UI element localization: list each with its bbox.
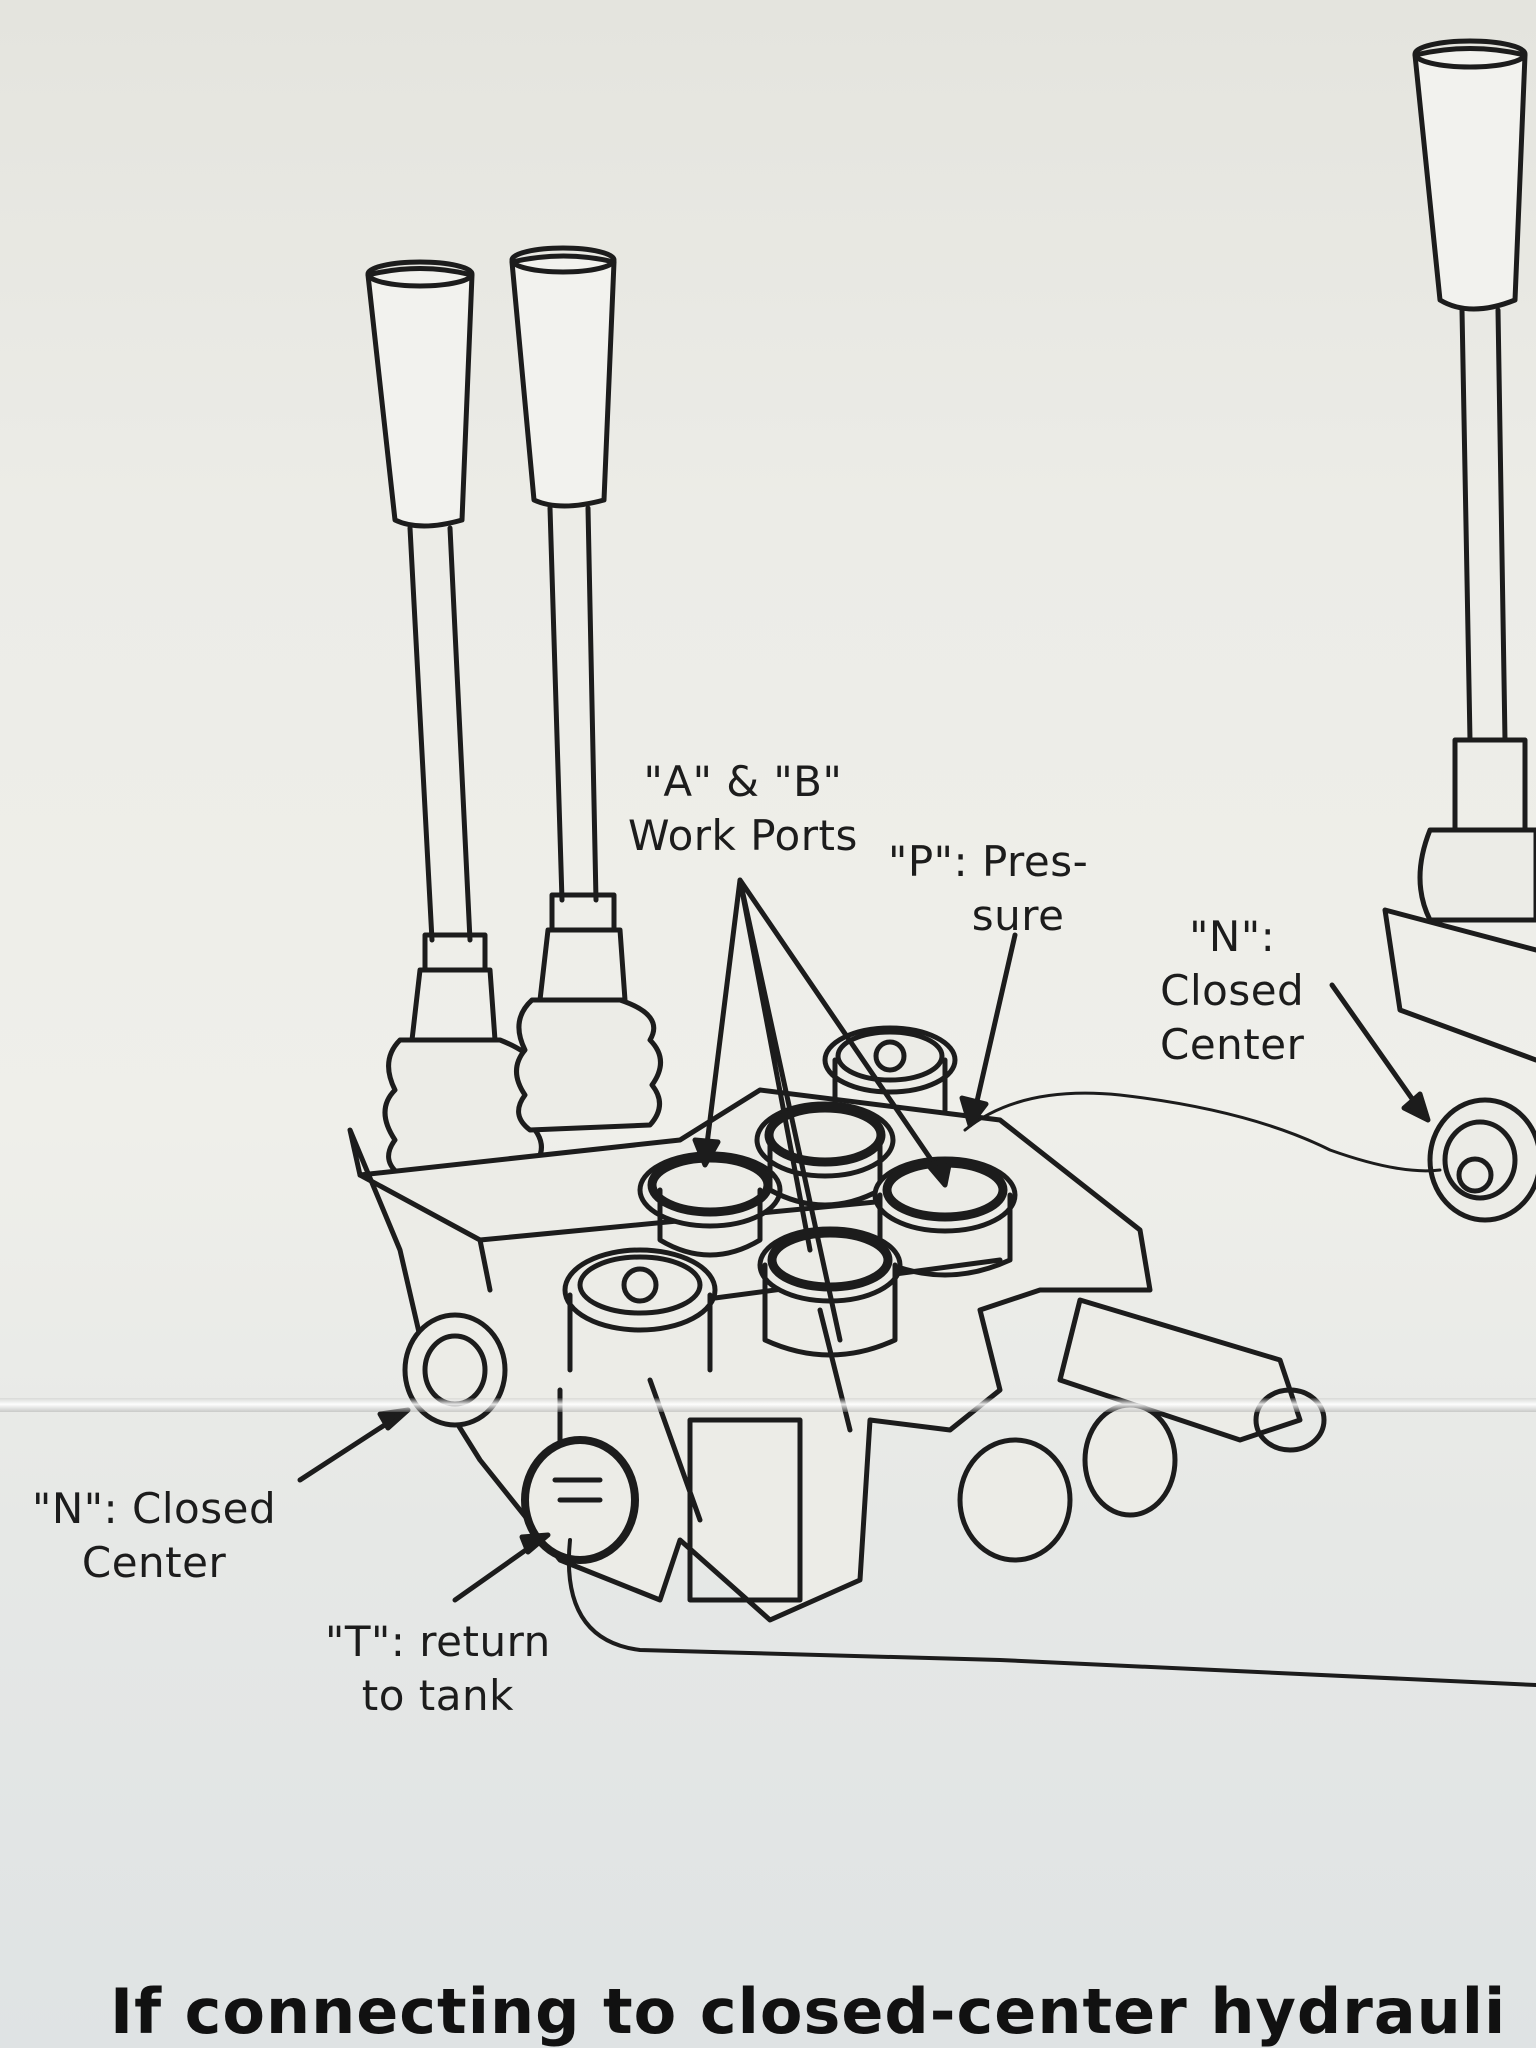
lever-handle-1 — [365, 259, 498, 1043]
label-n-left-line2: Center — [81, 1538, 227, 1587]
label-work-ports-line1: "A" & "B" — [643, 757, 843, 806]
label-n-right-line3: Center — [1160, 1020, 1305, 1069]
label-n-closed-center-right: "N": Closed Center — [1160, 910, 1304, 1072]
label-n-closed-center-left: "N": Closed Center — [32, 1482, 276, 1590]
lever-handle-2 — [509, 245, 628, 1003]
right-valve — [1382, 38, 1536, 1223]
pressure-hose — [963, 1091, 1442, 1173]
label-t-return: "T": return to tank — [325, 1615, 551, 1723]
side-ports — [402, 1312, 1178, 1564]
lever-boots — [382, 997, 663, 1178]
label-pressure-line2: sure — [971, 891, 1065, 940]
label-n-right-line2: Closed — [1160, 966, 1305, 1015]
label-pressure: "P": Pres- sure — [888, 835, 1088, 943]
label-work-ports-line2: Work Ports — [628, 811, 858, 860]
label-t-line1: "T": return — [325, 1617, 551, 1666]
footer-text: If connecting to closed-center hydrauli — [110, 1975, 1507, 2048]
paper-fold — [0, 1398, 1536, 1412]
label-t-line2: to tank — [361, 1671, 514, 1720]
return-hose — [566, 1538, 1536, 1687]
label-n-right-line1: "N": — [1189, 912, 1276, 961]
label-n-left-line1: "N": Closed — [32, 1484, 277, 1533]
label-pressure-line1: "P": Pres- — [888, 837, 1089, 886]
leader-arrows — [297, 877, 1431, 1603]
label-work-ports: "A" & "B" Work Ports — [628, 755, 858, 863]
